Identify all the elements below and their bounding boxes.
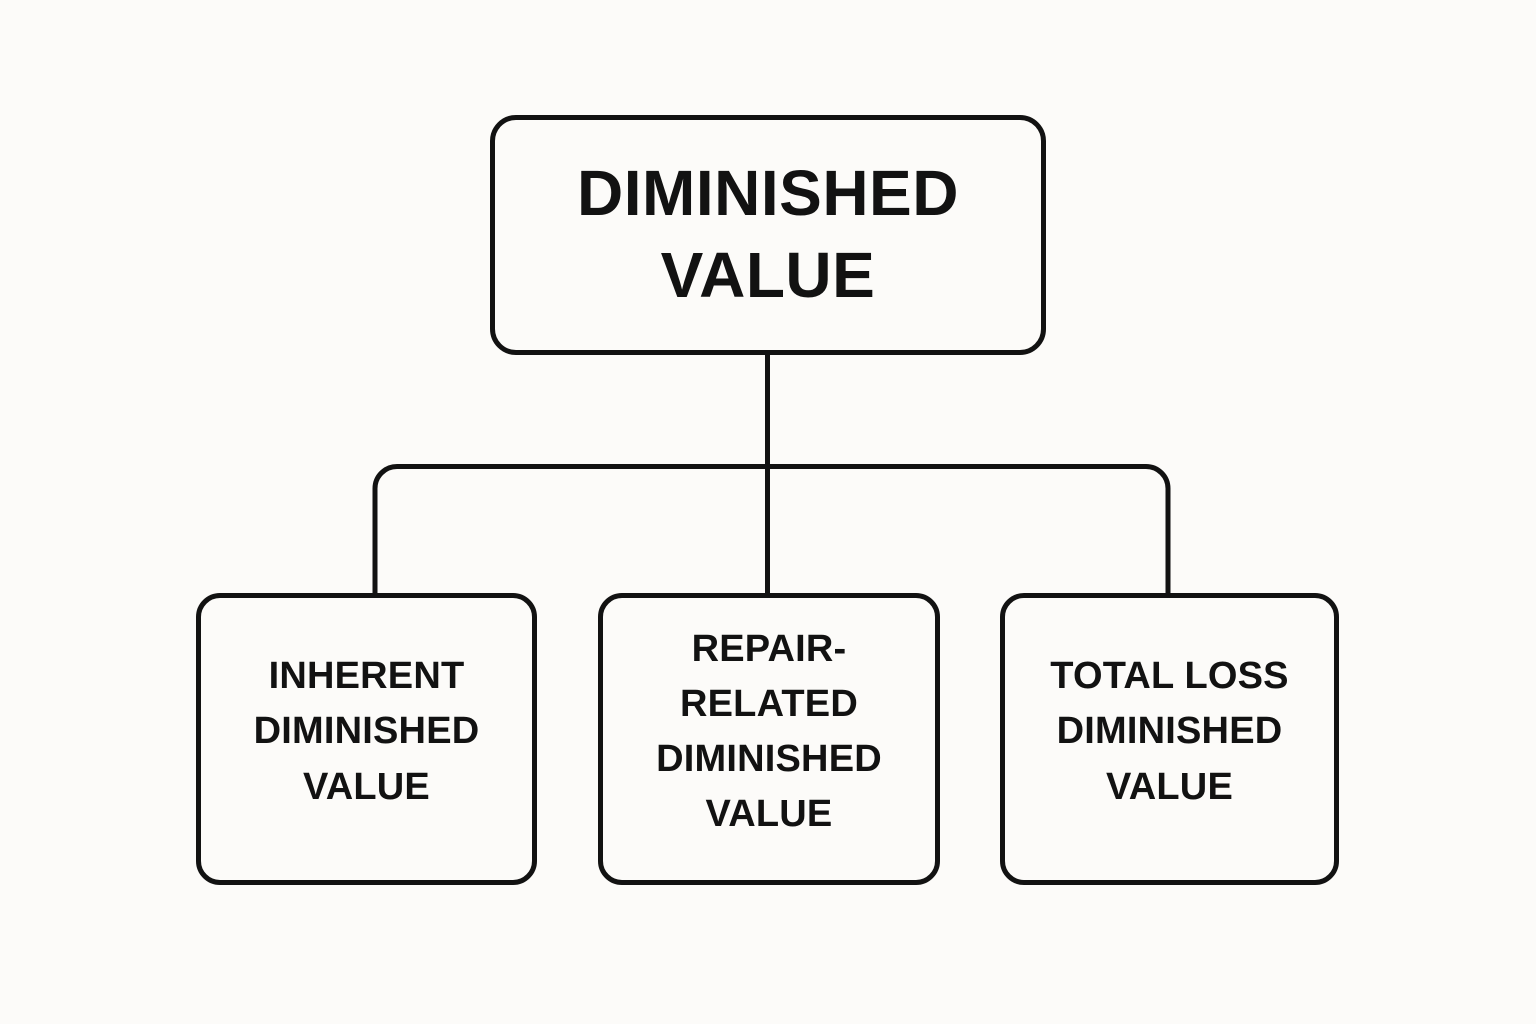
node-repair-related-diminished-value[interactable]: REPAIR- RELATED DIMINISHED VALUE (598, 593, 940, 885)
node-total-loss-diminished-value[interactable]: TOTAL LOSS DIMINISHED VALUE (1000, 593, 1339, 885)
node-label-total-loss: TOTAL LOSS DIMINISHED VALUE (1050, 655, 1289, 808)
connector-branch-left (372, 464, 768, 593)
node-diminished-value[interactable]: DIMINISHED VALUE (490, 115, 1046, 355)
node-label-root: DIMINISHED VALUE (577, 157, 959, 311)
node-label-inherent: INHERENT DIMINISHED VALUE (253, 655, 480, 808)
node-inherent-diminished-value[interactable]: INHERENT DIMINISHED VALUE (196, 593, 537, 885)
connector-branch-right (767, 464, 1171, 593)
node-label-repair-related: REPAIR- RELATED DIMINISHED VALUE (656, 627, 882, 836)
